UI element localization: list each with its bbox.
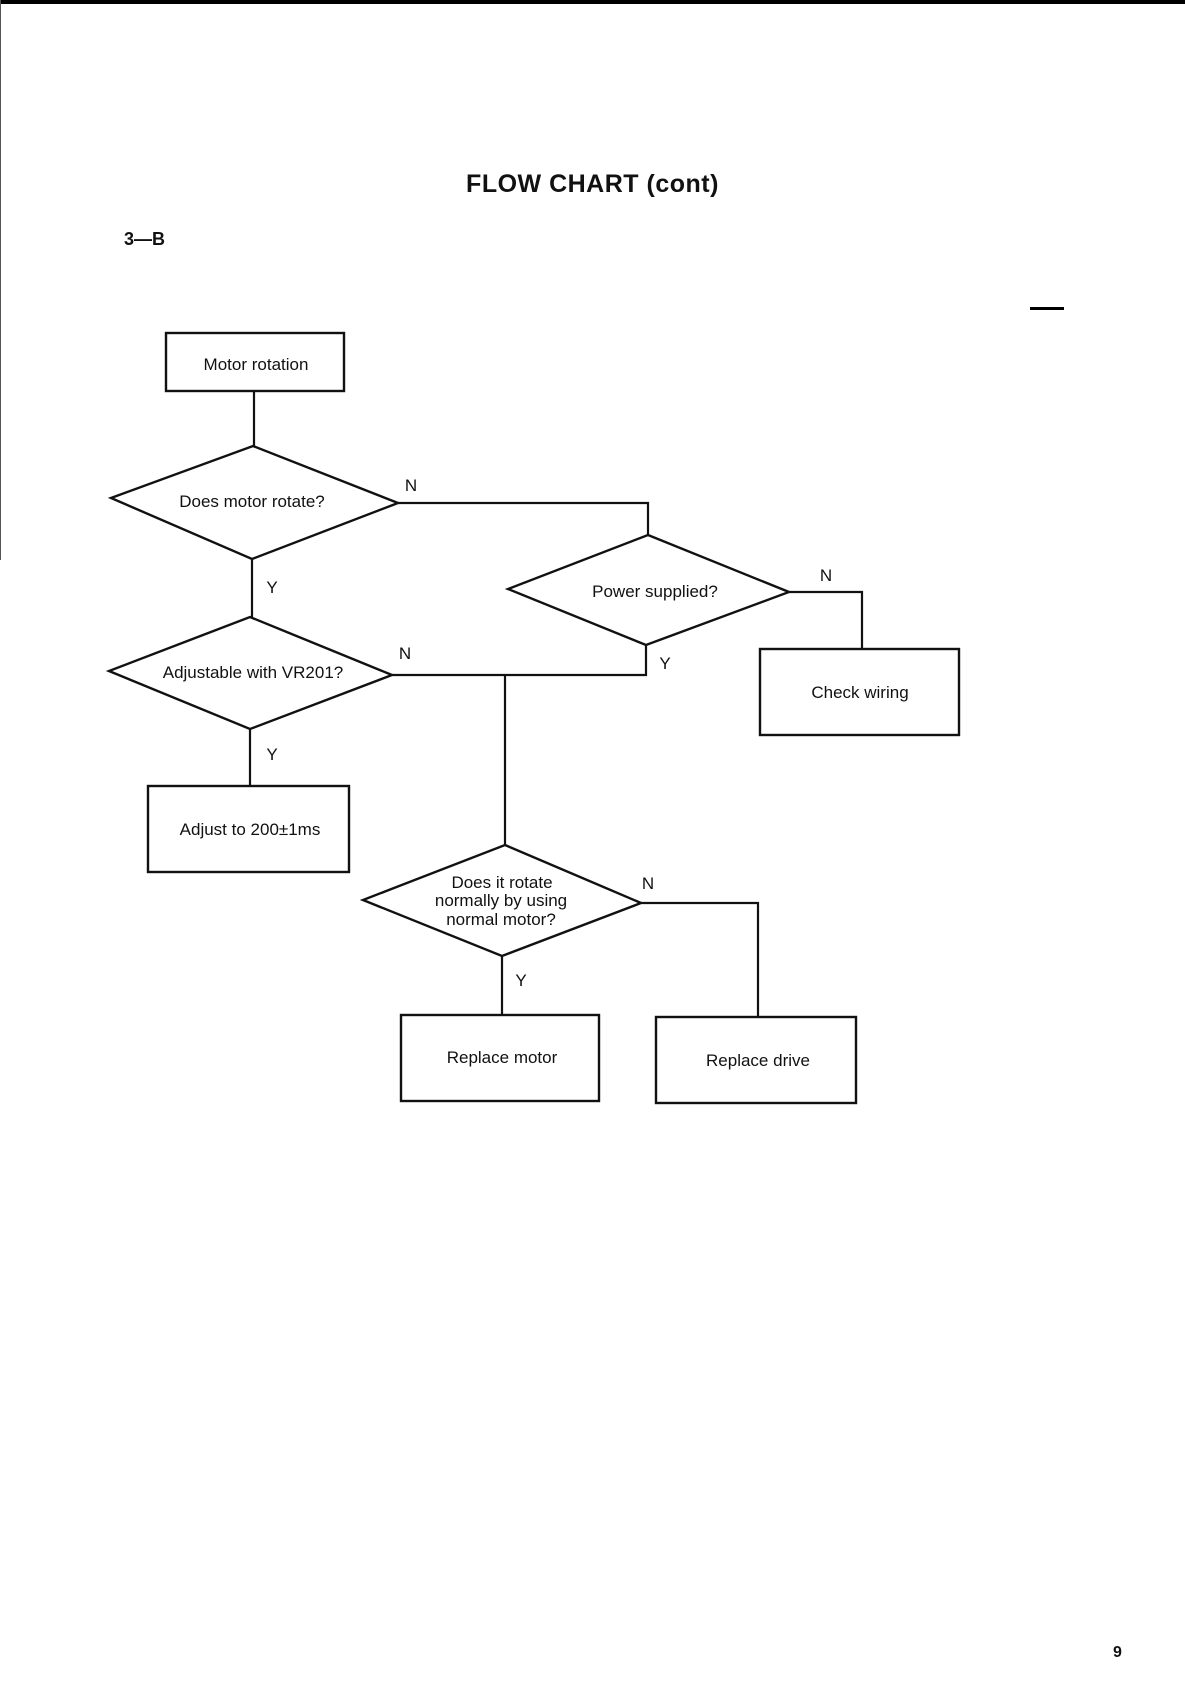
label-normal-motor-line3: normal motor? bbox=[446, 910, 556, 929]
branch-normal-no: N bbox=[642, 874, 654, 893]
branch-vr201-no: N bbox=[399, 644, 411, 663]
branch-vr201-yes: Y bbox=[266, 745, 277, 764]
label-does-motor-rotate: Does motor rotate? bbox=[179, 492, 325, 511]
label-replace-motor: Replace motor bbox=[447, 1048, 558, 1067]
branch-normal-yes: Y bbox=[515, 971, 526, 990]
branch-power-yes: Y bbox=[659, 654, 670, 673]
label-normal-motor-line2: normally by using bbox=[435, 891, 567, 910]
connector-power-yes bbox=[392, 645, 646, 675]
label-adjustable-vr201: Adjustable with VR201? bbox=[163, 663, 344, 682]
connector-normal-no bbox=[641, 903, 758, 1017]
label-check-wiring: Check wiring bbox=[811, 683, 908, 702]
connector-rotate-no bbox=[398, 503, 648, 535]
branch-power-no: N bbox=[820, 566, 832, 585]
label-replace-drive: Replace drive bbox=[706, 1051, 810, 1070]
label-normal-motor-line1: Does it rotate bbox=[451, 873, 552, 892]
label-adjust-200: Adjust to 200±1ms bbox=[180, 820, 321, 839]
page-number: 9 bbox=[1113, 1644, 1122, 1662]
branch-rotate-yes: Y bbox=[266, 578, 277, 597]
connector-power-no bbox=[789, 592, 862, 649]
label-motor-rotation: Motor rotation bbox=[204, 355, 309, 374]
branch-rotate-no: N bbox=[405, 476, 417, 495]
label-power-supplied: Power supplied? bbox=[592, 582, 718, 601]
